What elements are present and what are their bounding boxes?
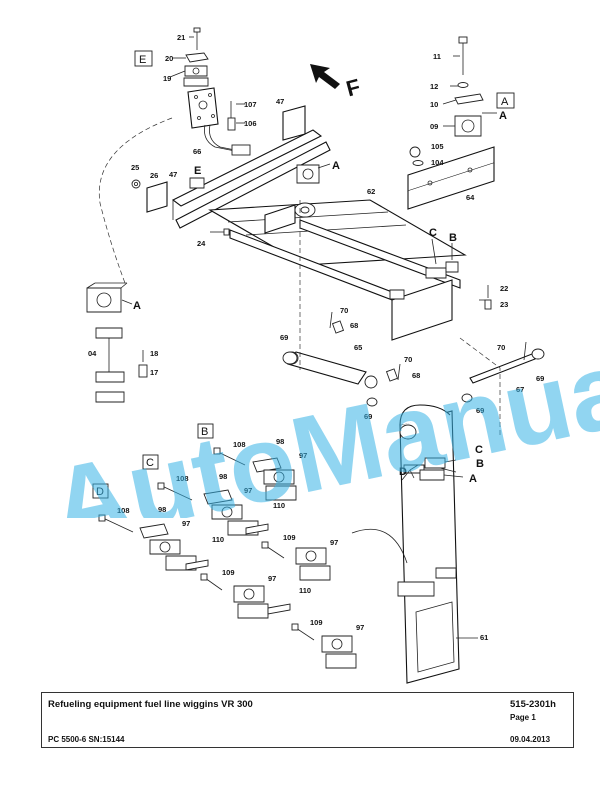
callout: 70 [340,306,348,315]
callout: 18 [150,349,158,358]
section-box-e [134,50,153,67]
callout: 61 [480,633,488,642]
letter-a: A [499,110,507,122]
callout: 68 [350,321,358,330]
callout: 69 [280,333,288,342]
page-number: Page 1 [510,713,536,722]
letter-d: D [399,466,407,478]
letter-e: E [194,165,201,177]
part-number: 515-2301h [510,699,556,710]
callout: 10 [430,100,438,109]
callout: 17 [150,368,158,377]
callout: 66 [193,147,201,156]
callout: 69 [476,406,484,415]
callout: 107 [244,100,257,109]
letter-a: A [469,473,477,485]
section-box-c [142,454,159,470]
letter-a: A [332,160,340,172]
callout: 108 [117,506,130,515]
drawing-title: Refueling equipment fuel line wiggins VR… [48,699,253,710]
callout: 98 [276,437,284,446]
callout: 70 [404,355,412,364]
section-label-d: D [96,486,104,498]
drawing-date: 09.04.2013 [510,735,551,744]
callout: 24 [197,239,206,248]
callout: 98 [219,472,227,481]
direction-label: F [343,74,362,102]
callout: 62 [367,187,375,196]
letter-callouts: A A A A B B C C D E [133,110,507,485]
callout: 67 [516,385,524,394]
section-box-a [496,92,515,109]
callout: 104 [431,158,444,167]
section-label-b: B [201,426,208,438]
callout: 97 [268,574,276,583]
callout-numbers: 21 20 19 107 106 66 47 47 25 26 24 62 11… [88,33,544,642]
callout: 69 [536,374,544,383]
callout: 97 [330,538,338,547]
letter-c: C [475,444,483,456]
callout: 04 [88,349,97,358]
title-block: Refueling equipment fuel line wiggins VR… [41,692,574,748]
callout: 47 [276,97,284,106]
exploded-parts-diagram: E A [86,27,545,684]
machine-model: PC 5500-6 SN:15144 [48,735,125,744]
callout: 110 [212,535,224,544]
callout: 109 [310,618,323,627]
callout: 12 [430,82,438,91]
callout: 109 [222,568,235,577]
callout: 108 [176,474,189,483]
callout: 70 [497,343,505,352]
callout: 97 [356,623,364,632]
callout: 22 [500,284,508,293]
section-box-d [92,483,109,499]
callout: 64 [466,193,475,202]
callout: 98 [158,505,166,514]
section-box-b [197,423,214,439]
callout: 21 [177,33,185,42]
callout: 106 [244,119,257,128]
callout: 109 [283,533,296,542]
callout: 97 [299,451,307,460]
letter-c: C [429,227,437,239]
callout: 68 [412,371,420,380]
callout: 25 [131,163,139,172]
callout: 97 [244,486,252,495]
callout: 110 [299,586,311,595]
callout: 105 [431,142,444,151]
letter-b: B [476,458,484,470]
callout: 19 [163,74,171,83]
letter-a: A [133,300,141,312]
section-label-e: E [139,54,146,66]
callout: 110 [273,501,285,510]
section-label-a: A [501,96,509,108]
callout: 26 [150,171,158,180]
callout: 20 [165,54,173,63]
letter-b: B [449,232,457,244]
callout: 23 [500,300,508,309]
callout: 47 [169,170,177,179]
callout: 69 [364,412,372,421]
callout: 09 [430,122,438,131]
section-label-c: C [146,457,154,469]
callout: 108 [233,440,246,449]
callout: 11 [433,52,441,61]
callout: 97 [182,519,190,528]
callout: 65 [354,343,362,352]
